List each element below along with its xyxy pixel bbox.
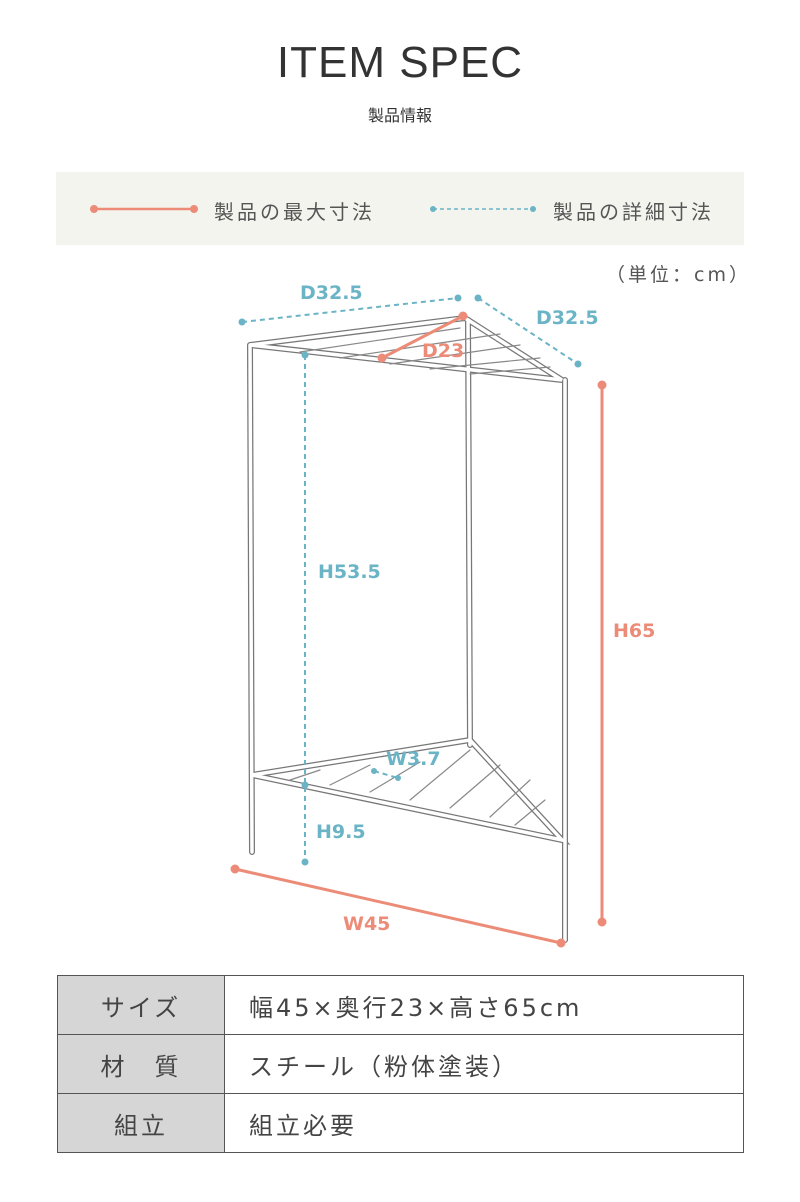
page-title: ITEM SPEC [276, 38, 524, 87]
dim-d-inner: D23 [422, 340, 464, 362]
dim-d-right: D32.5 [536, 307, 599, 329]
spec-label: 組立 [57, 1093, 225, 1153]
spec-value: スチール（粉体塗装） [224, 1034, 744, 1094]
legend-detail-label: 製品の詳細寸法 [553, 200, 714, 224]
dim-h-bottom: H9.5 [316, 821, 366, 843]
dim-d-left: D32.5 [300, 282, 363, 304]
dim-w-slat: W3.7 [386, 748, 441, 770]
page-subtitle: 製品情報 [367, 106, 432, 125]
unit-label: （単位：cm） [606, 264, 751, 286]
dimension-legend: 製品の最大寸法 製品の詳細寸法 [56, 172, 744, 245]
spec-value: 幅45×奥行23×高さ65cm [224, 975, 744, 1035]
dim-h-inner: H53.5 [318, 561, 381, 583]
table-row: サイズ幅45×奥行23×高さ65cm [57, 975, 744, 1035]
table-row: 材 質スチール（粉体塗装） [57, 1034, 744, 1094]
spec-table: サイズ幅45×奥行23×高さ65cm 材 質スチール（粉体塗装） 組立組立必要 [57, 975, 744, 1153]
stand-frame [247, 314, 571, 943]
legend-max-label: 製品の最大寸法 [214, 200, 375, 224]
spec-label: 材 質 [57, 1034, 225, 1094]
legend-lines [90, 205, 536, 213]
detail-dimension-lines [238, 294, 582, 866]
spec-value: 組立必要 [224, 1093, 744, 1153]
dim-w-total: W45 [343, 913, 390, 935]
table-row: 組立組立必要 [57, 1093, 744, 1153]
dim-h-total: H65 [613, 620, 655, 642]
spec-label: サイズ [57, 975, 225, 1035]
max-dimension-lines [230, 311, 607, 948]
